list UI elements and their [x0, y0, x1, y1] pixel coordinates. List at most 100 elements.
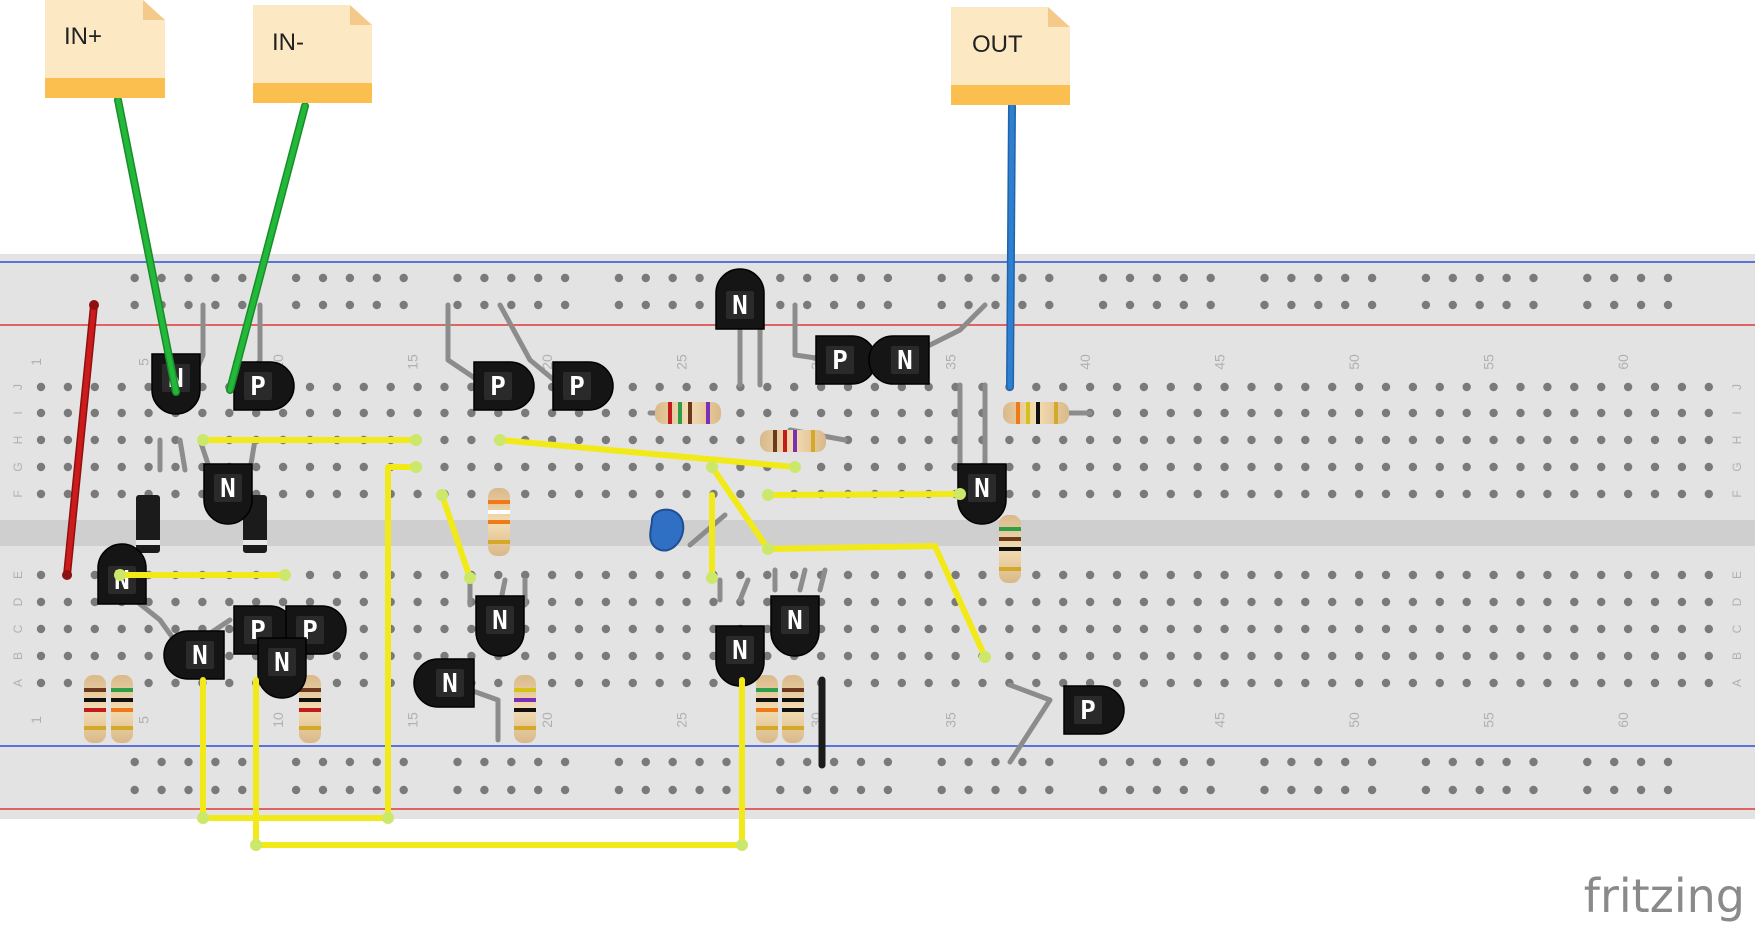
note-out: OUT: [951, 7, 1070, 105]
resistor-r2: [111, 675, 133, 743]
transistor-q15: N: [413, 658, 475, 708]
column-label: 5: [136, 358, 152, 366]
note-in-plus: IN+: [45, 0, 165, 98]
transistor-q5: N: [715, 268, 765, 330]
row-label: F: [1730, 490, 1744, 497]
row-label: J: [11, 384, 25, 390]
transistor-q8: N: [203, 463, 253, 525]
transistor-q4-mark: P: [569, 372, 585, 402]
transistor-q13-mark: N: [274, 648, 290, 678]
transistor-q17: N: [770, 595, 820, 657]
resistor-r10: [760, 430, 826, 452]
diode-d1: [136, 495, 160, 553]
row-label: B: [11, 652, 25, 660]
row-label: B: [1730, 652, 1744, 660]
transistor-q13: N: [257, 637, 307, 699]
column-label: 15: [405, 712, 421, 728]
transistor-q8-mark: N: [220, 474, 236, 504]
transistor-q5-mark: N: [732, 291, 748, 321]
column-label: 50: [1346, 354, 1362, 370]
row-label: G: [1730, 462, 1744, 471]
jumper-7: [709, 464, 988, 660]
column-label: 15: [405, 354, 421, 370]
jumper-wires: [117, 437, 988, 848]
jumper-ends: [114, 434, 991, 851]
transistor-q2: P: [233, 361, 295, 411]
column-label: 5: [136, 716, 152, 724]
column-label: 25: [674, 712, 690, 728]
column-label: 60: [1615, 354, 1631, 370]
wire-in-plus: [115, 97, 179, 395]
resistor-r9: [655, 402, 721, 424]
row-label: A: [11, 679, 25, 687]
row-label: E: [11, 571, 25, 579]
center-channel: [0, 520, 1755, 546]
column-label: 55: [1481, 354, 1497, 370]
resistor-r8: [999, 515, 1021, 583]
column-label: 20: [539, 354, 555, 370]
jumper-9: [765, 491, 963, 498]
resistor-r1: [84, 675, 106, 743]
transistor-q7-mark: N: [897, 346, 913, 376]
column-label: 1: [28, 358, 44, 366]
row-label: A: [1730, 679, 1744, 687]
column-label: 35: [943, 354, 959, 370]
jumper-5: [253, 677, 745, 848]
wire-in-minus: [227, 103, 308, 393]
transistor-q6-mark: P: [832, 346, 848, 376]
note-in-plus-text: IN+: [64, 23, 102, 50]
resistor-r3: [299, 675, 321, 743]
column-label: 55: [1481, 712, 1497, 728]
transistor-q16-mark: N: [732, 636, 748, 666]
row-label: D: [11, 597, 25, 606]
transistor-q7: N: [868, 335, 930, 385]
note-in-minus: IN-: [253, 5, 372, 103]
row-label: J: [1730, 384, 1744, 390]
row-label: E: [1730, 571, 1744, 579]
transistor-q16: N: [715, 625, 765, 687]
ceramic-capacitor: [649, 508, 685, 552]
wire-out: [1007, 103, 1015, 390]
transistor-q15-mark: N: [442, 669, 458, 699]
transistor-q3-mark: P: [490, 372, 506, 402]
wire-power: [64, 302, 97, 578]
resistor-r5: [514, 675, 536, 743]
column-label: 1: [28, 716, 44, 724]
column-label: 60: [1615, 712, 1631, 728]
row-label: C: [1730, 624, 1744, 633]
transistor-q10-mark: N: [192, 641, 208, 671]
jumper-6: [497, 437, 798, 470]
transistor-q18: N: [957, 463, 1007, 525]
resistor-r7: [782, 675, 804, 743]
resistor-r4: [488, 488, 510, 556]
transistor-q19-mark: P: [1080, 696, 1096, 726]
note-in-minus-text: IN-: [272, 29, 304, 56]
column-label: 35: [943, 712, 959, 728]
column-label: 45: [1212, 354, 1228, 370]
transistor-q17-mark: N: [787, 606, 803, 636]
transistor-q6: P: [815, 335, 877, 385]
fritzing-watermark: fritzing: [1584, 869, 1745, 923]
row-label: I: [1730, 411, 1744, 414]
transistor-q10: N: [163, 630, 225, 680]
transistor-q19: P: [1063, 685, 1125, 735]
resistors: [84, 402, 1069, 743]
note-out-text: OUT: [972, 31, 1023, 58]
transistor-q2-mark: P: [250, 372, 266, 402]
row-label: H: [1730, 436, 1744, 445]
transistor-q14-mark: N: [492, 606, 508, 636]
transistor-q3: P: [473, 361, 535, 411]
row-label: C: [11, 624, 25, 633]
column-label: 50: [1346, 712, 1362, 728]
row-label: I: [11, 411, 25, 414]
row-label: D: [1730, 597, 1744, 606]
column-label: 45: [1212, 712, 1228, 728]
row-label: G: [11, 462, 25, 471]
transistor-q4: P: [552, 361, 614, 411]
transistor-q18-mark: N: [974, 474, 990, 504]
row-labels: J J I I H H G G F F E E D D C C B B A A: [11, 384, 1744, 687]
signal-wires: [63, 96, 1016, 579]
row-label: H: [11, 436, 25, 445]
row-label: F: [11, 490, 25, 497]
